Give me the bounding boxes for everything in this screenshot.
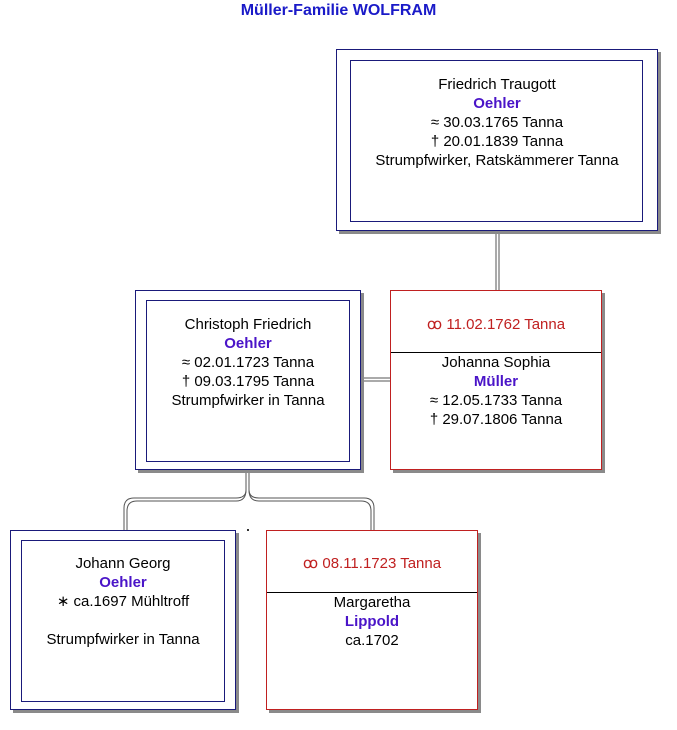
person-birth: ca.1702 — [345, 632, 399, 649]
person-card-friedrich-traugott[interactable]: Friedrich Traugott Oehler ≈ 30.03.1765 T… — [336, 49, 658, 231]
person-death: † 20.01.1839 Tanna — [430, 133, 564, 150]
person-baptism: ≈ 12.05.1733 Tanna — [429, 392, 563, 409]
person-surname: Lippold — [344, 613, 400, 630]
person-given-name: Friedrich Traugott — [438, 76, 556, 93]
person-surname: Oehler — [473, 95, 521, 112]
person-given-name: Margaretha — [333, 594, 411, 611]
person-given-name: Johann Georg — [75, 555, 171, 572]
connector-children-bracket — [123, 470, 247, 530]
person-baptism: ≈ 02.01.1723 Tanna — [181, 354, 315, 371]
person-surname: Oehler — [99, 574, 147, 591]
marriage-date: ꝏ 11.02.1762 Tanna — [426, 316, 566, 333]
person-occupation: Strumpfwirker in Tanna — [46, 631, 200, 648]
person-card-margaretha[interactable]: ꝏ 08.11.1723 Tanna Margaretha Lippold ca… — [266, 530, 478, 710]
card-divider — [391, 352, 601, 353]
person-surname: Oehler — [224, 335, 272, 352]
person-occupation: Strumpfwirker, Ratskämmerer Tanna — [375, 152, 619, 169]
person-card-inner-border — [350, 60, 643, 222]
person-card-christoph-friedrich[interactable]: Christoph Friedrich Oehler ≈ 02.01.1723 … — [135, 290, 361, 470]
person-death: † 29.07.1806 Tanna — [429, 411, 563, 428]
person-card-inner-border — [146, 300, 350, 462]
person-card-inner-border — [21, 540, 225, 702]
person-given-name: Johanna Sophia — [441, 354, 551, 371]
marriage-date: ꝏ 08.11.1723 Tanna — [302, 555, 442, 572]
person-death: † 09.03.1795 Tanna — [181, 373, 315, 390]
person-birth: ∗ ca.1697 Mühltroff — [56, 593, 190, 610]
person-card-johanna-sophia[interactable]: ꝏ 11.02.1762 Tanna Johanna Sophia Müller… — [390, 290, 602, 470]
person-occupation: Strumpfwirker in Tanna — [171, 392, 325, 409]
person-given-name: Christoph Friedrich — [184, 316, 312, 333]
page-title: Müller-Familie WOLFRAM — [240, 2, 437, 19]
person-surname: Müller — [473, 373, 519, 390]
person-card-johann-georg[interactable]: Johann Georg Oehler ∗ ca.1697 Mühltroff … — [10, 530, 236, 710]
card-divider — [267, 592, 477, 593]
person-baptism: ≈ 30.03.1765 Tanna — [430, 114, 564, 131]
